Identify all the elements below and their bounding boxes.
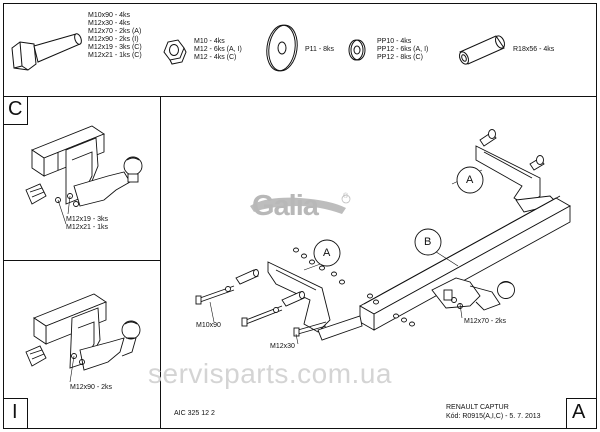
washer-part-item: P11 - 8ks	[305, 46, 335, 53]
nut-part-item: M10 - 4ks	[194, 38, 225, 45]
bolt-part-item: M12x90 - 2ks (I)	[88, 36, 139, 43]
bolt-part-item: M12x21 - 1ks (C)	[88, 52, 142, 59]
spring-washer-part-item: PP10 - 4ks	[377, 38, 412, 45]
panel-c-callout: M12x21 - 1ks	[66, 224, 109, 231]
balloon-b-label: B	[424, 236, 432, 248]
spring-washer-part-list: PP10 - 4ks PP12 - 6ks (A, I) PP12 - 8ks …	[377, 38, 428, 62]
bolt-part-list: M10x90 - 4ks M12x30 - 4ks M12x70 - 2ks (…	[88, 12, 142, 60]
galia-logo-icon	[250, 194, 351, 214]
drawing-code: AIC 325 12 2	[174, 410, 215, 417]
bolt-part-item: M12x19 - 3ks (C)	[88, 44, 142, 51]
spring-washer-part-item: PP12 - 8ks (C)	[377, 54, 423, 61]
nut-part-list: M10 - 4ks M12 - 6ks (A, I) M12 - 4ks (C)	[194, 38, 242, 62]
letter-box-i	[3, 398, 28, 429]
panel-c-drawing	[25, 125, 143, 225]
nut-part-item: M12 - 6ks (A, I)	[194, 46, 242, 53]
washer-icon	[266, 24, 298, 72]
callout-m12x70: M12x70 - 2ks	[464, 318, 507, 325]
nut-part-item: M12 - 4ks (C)	[194, 54, 237, 61]
bolt-icon	[11, 33, 82, 71]
panel-c-callouts: M12x19 - 3ks M12x21 - 1ks	[66, 216, 108, 232]
washer-part-list: P11 - 8ks	[305, 46, 334, 54]
panel-letter-i: I	[12, 401, 18, 423]
drawing-reference: Kód: R0915(A,I,C) - 5. 7. 2013	[446, 413, 541, 420]
bolt-part-item: M10x90 - 4ks	[88, 12, 131, 19]
registered-mark: ®	[343, 193, 349, 200]
sleeve-icon	[458, 35, 506, 65]
callout-m12x30: M12x30	[270, 343, 295, 350]
letter-box-c	[3, 96, 28, 125]
main-assembly-drawing	[195, 129, 571, 345]
balloon-b	[414, 228, 442, 256]
bolt-part-item: M12x30 - 4ks	[88, 20, 131, 27]
balloon-a-left	[313, 239, 341, 267]
bolt-part-item: M12x70 - 2ks (A)	[88, 28, 142, 35]
panel-letter-a: A	[572, 401, 586, 423]
sleeve-part-list: R18x56 - 4ks	[513, 46, 554, 54]
galia-logo-text: Galia	[252, 190, 319, 222]
nut-icon	[163, 39, 187, 65]
balloon-a-top-label: A	[466, 174, 474, 186]
spring-washer-part-item: PP12 - 6ks (A, I)	[377, 46, 429, 53]
sheet-border	[3, 3, 597, 429]
panel-c-callout: M12x19 - 3ks	[66, 216, 109, 223]
callout-m10x90: M10x90	[196, 322, 221, 329]
sleeve-part-item: R18x56 - 4ks	[513, 46, 555, 53]
watermark-text: servisparts.com.ua	[148, 358, 392, 389]
panel-i-callout: M12x90 - 2ks	[70, 384, 113, 391]
balloon-a-top	[456, 166, 484, 194]
vehicle-name: RENAULT CAPTUR	[446, 404, 509, 411]
spring-washer-icon	[348, 39, 366, 61]
panel-letter-c: C	[8, 98, 23, 120]
letter-box-a	[566, 398, 597, 429]
balloon-a-left-label: A	[323, 247, 331, 259]
panel-i-drawing	[25, 293, 141, 383]
